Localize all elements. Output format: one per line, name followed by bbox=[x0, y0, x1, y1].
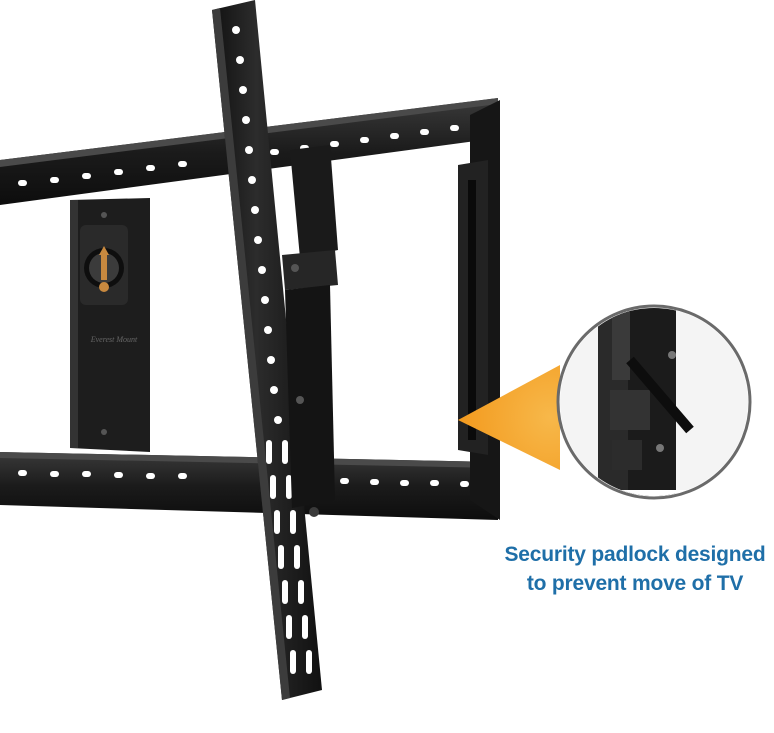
right-side-bracket bbox=[458, 100, 500, 520]
brand-label: Everest Mount bbox=[90, 335, 138, 344]
caption-line-2: to prevent move of TV bbox=[526, 572, 744, 595]
wall-plate bbox=[70, 198, 150, 452]
lock-mechanism bbox=[282, 145, 338, 517]
spirit-level-icon bbox=[99, 246, 109, 292]
top-rail-holes bbox=[18, 125, 459, 186]
feature-caption: Security padlock designed to prevent mov… bbox=[470, 540, 774, 598]
bottom-rail-holes bbox=[18, 470, 469, 487]
caption-line-1: Security padlock designed bbox=[504, 543, 766, 566]
vertical-arm bbox=[212, 0, 322, 700]
callout-arrow bbox=[458, 365, 560, 470]
arm-holes bbox=[232, 26, 312, 674]
bottom-rail bbox=[0, 452, 498, 520]
zoom-callout-icon bbox=[556, 304, 752, 500]
